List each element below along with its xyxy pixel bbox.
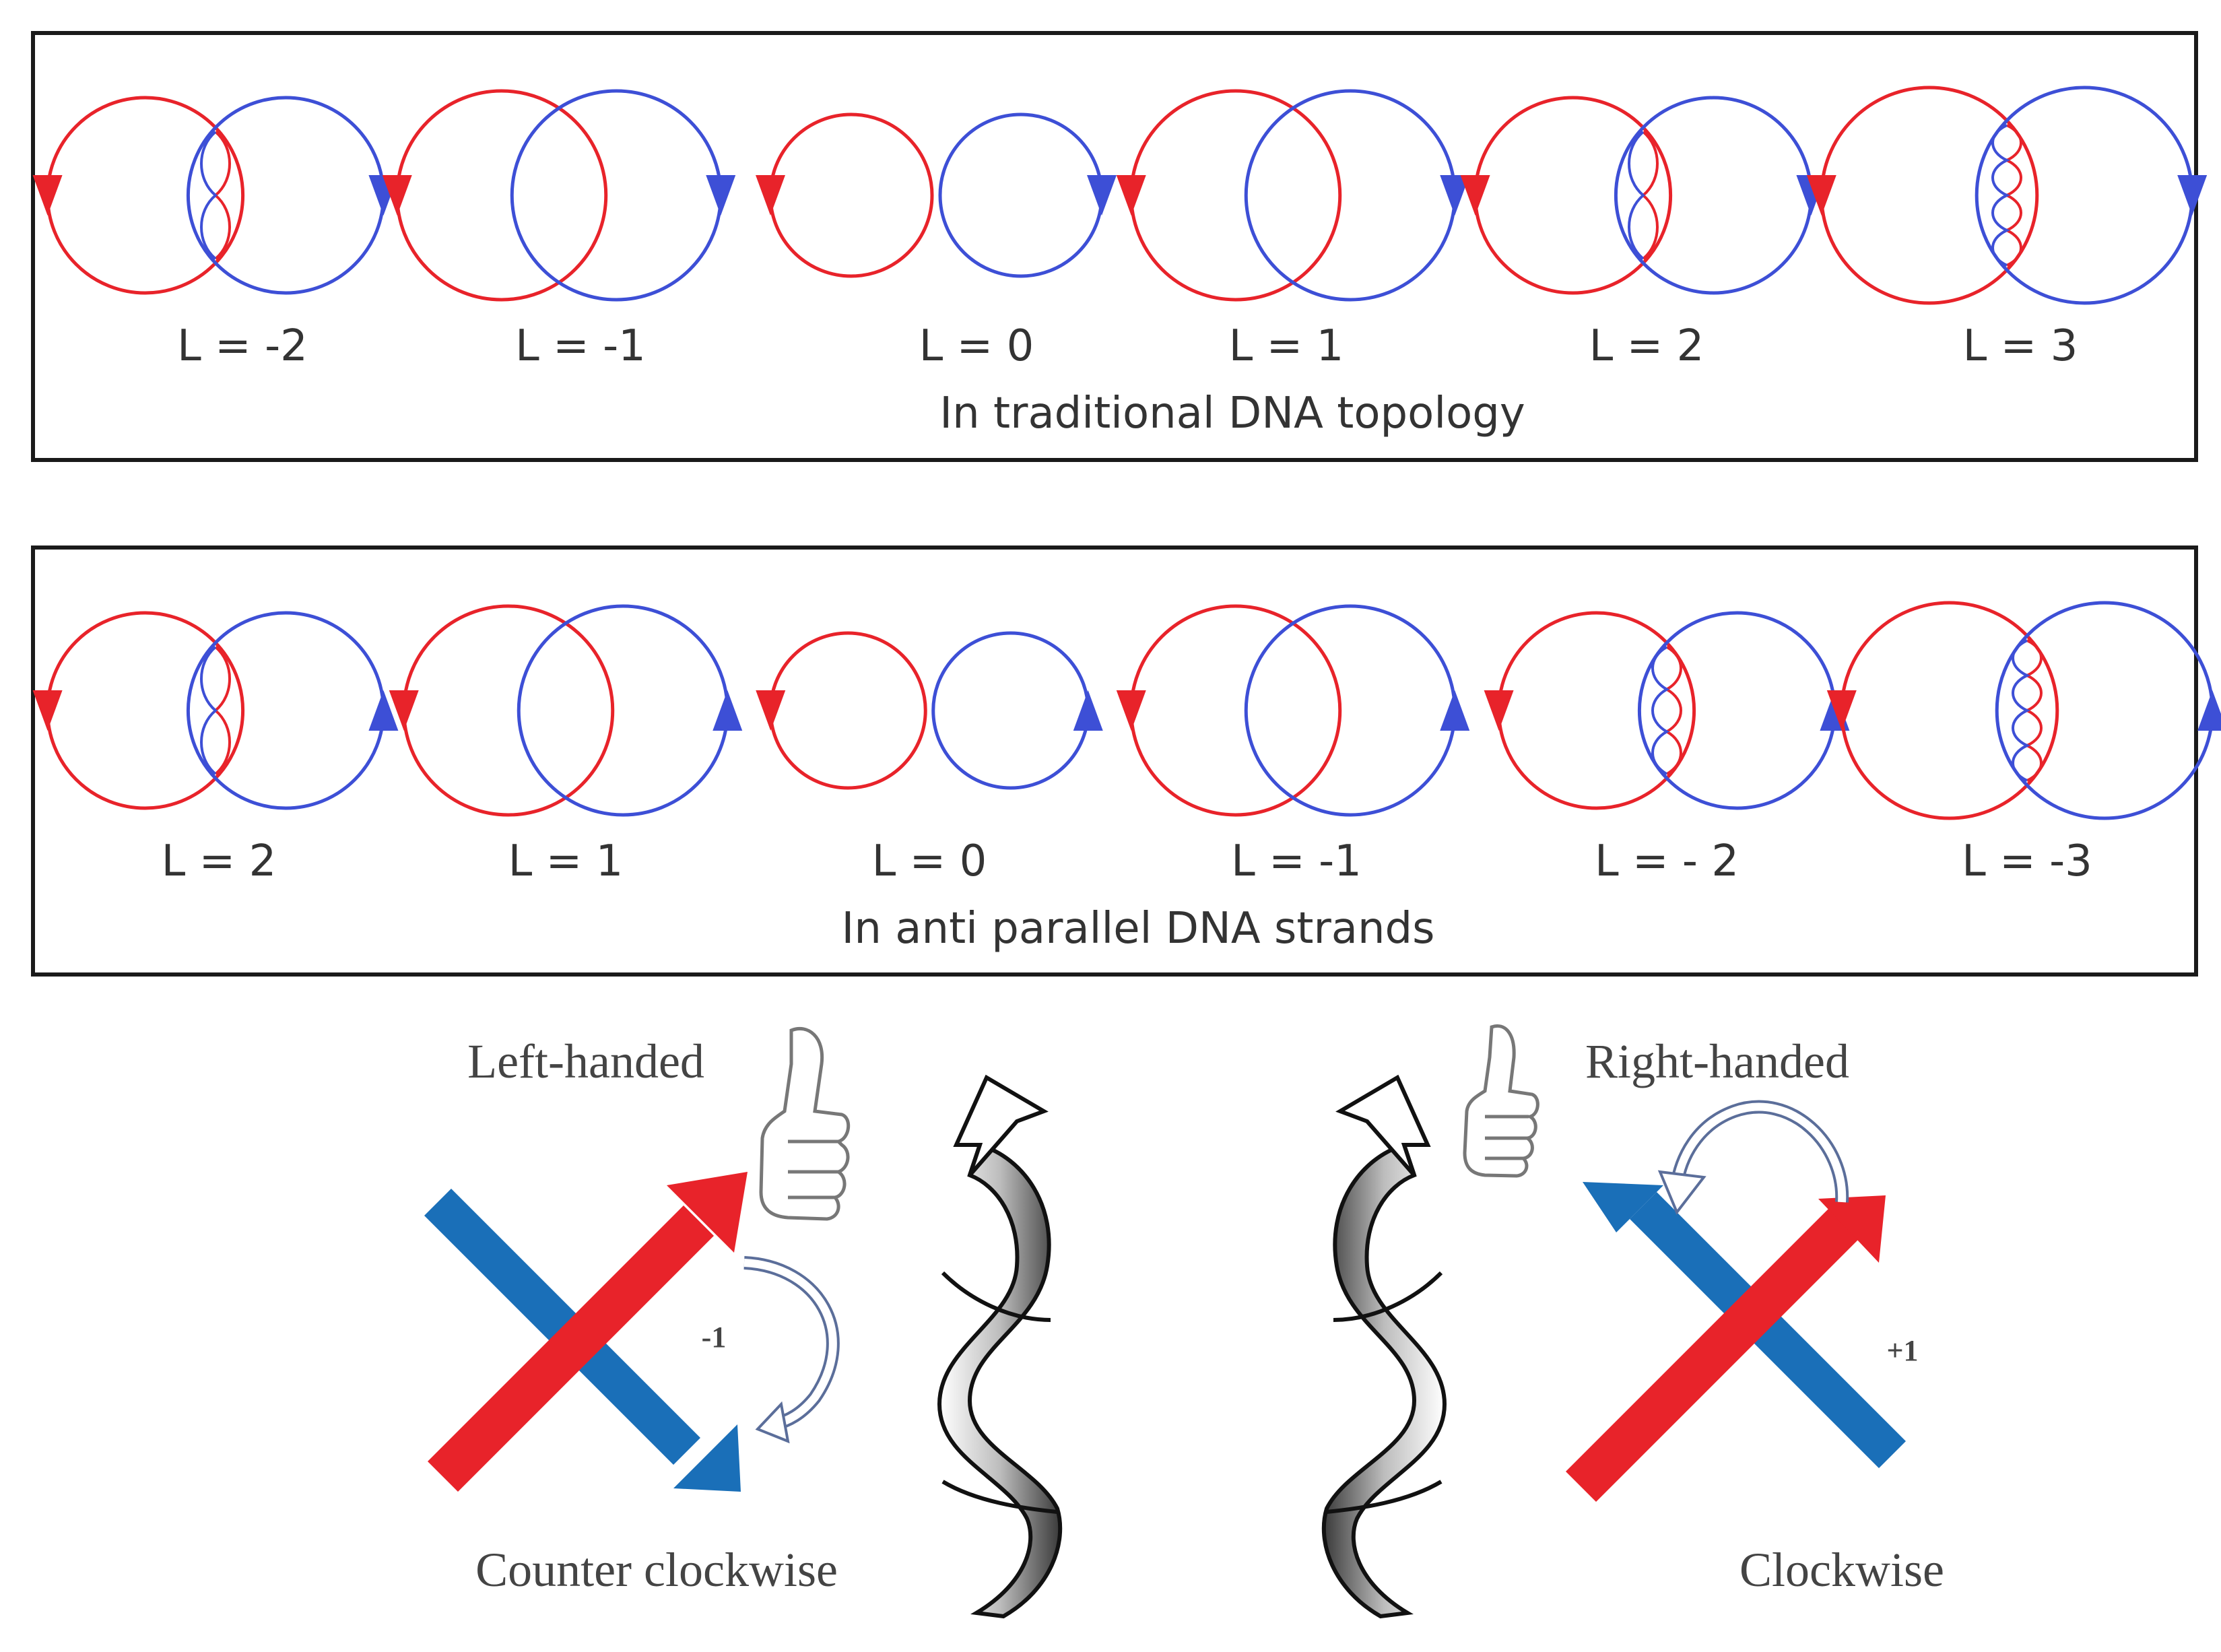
right-thumbs-up-icon	[1463, 1024, 1539, 1178]
left-sign: -1	[702, 1321, 727, 1354]
top-link-6	[1806, 86, 2208, 305]
mid-label-1: L = 2	[162, 836, 277, 886]
mid-label-3: L = 0	[872, 836, 987, 886]
traditional-topology-panel	[31, 31, 2198, 462]
top-link-4	[1116, 89, 1470, 302]
red-strand	[402, 604, 615, 817]
red-arrowhead	[756, 175, 785, 216]
mid-link-1	[32, 611, 399, 810]
mid-label-6: L = -3	[1962, 836, 2092, 886]
mid-link-4	[1116, 604, 1470, 817]
top-link-5	[1460, 96, 1826, 295]
top-link-2	[382, 89, 736, 302]
red-arrowhead	[1806, 175, 1836, 216]
left-handed-helix-ribbon	[937, 1074, 1063, 1619]
twist-blue	[200, 131, 218, 260]
red-strand	[1129, 89, 1342, 302]
top-link-diagrams	[32, 86, 2208, 305]
right-handed-helix-ribbon	[1321, 1074, 1447, 1619]
red-strand	[1129, 604, 1342, 817]
mid-link-2	[389, 604, 743, 817]
left-handed-title: Left-handed	[467, 1034, 704, 1088]
clockwise-caption: Clockwise	[1739, 1543, 1944, 1597]
mid-label-4: L = -1	[1231, 836, 1362, 886]
red-arrowhead	[756, 690, 786, 731]
top-label-6: L = 3	[1963, 321, 2078, 371]
top-caption: In traditional DNA topology	[939, 389, 1525, 438]
twist-red	[213, 646, 231, 775]
top-label-3: L = 0	[919, 321, 1034, 371]
right-sign: +1	[1886, 1334, 1918, 1367]
blue-arrowhead	[1087, 175, 1117, 216]
blue-arrowhead	[2197, 690, 2221, 731]
mid-link-6	[1826, 601, 2221, 820]
left-thumbs-up-icon	[759, 1027, 850, 1221]
mid-link-5	[1484, 611, 1850, 810]
mid-label-2: L = 1	[508, 836, 624, 886]
blue-arrowhead	[368, 690, 399, 731]
top-label-1: L = -2	[177, 321, 308, 371]
counter-clockwise-curve-arrow	[743, 1256, 840, 1444]
twist-red	[1640, 131, 1659, 260]
twist-blue	[1628, 131, 1646, 260]
red-strand	[768, 631, 927, 790]
red-arrowhead	[32, 175, 63, 216]
red-arrowhead	[389, 690, 419, 731]
middle-caption: In anti parallel DNA strands	[842, 904, 1435, 954]
top-label-2: L = -1	[515, 321, 646, 371]
red-arrowhead	[1116, 690, 1146, 731]
blue-arrowhead	[1440, 175, 1470, 216]
blue-strand	[1244, 604, 1457, 817]
left-red-arrow	[428, 1172, 748, 1492]
blue-arrowhead	[2177, 175, 2208, 216]
antiparallel-panel	[31, 546, 2198, 977]
twist-blue	[1991, 124, 2010, 267]
red-arrowhead	[382, 175, 412, 216]
mid-label-5: L = - 2	[1595, 836, 1739, 886]
red-strand	[395, 89, 608, 302]
twist-blue	[1651, 646, 1670, 775]
red-arrowhead	[1826, 690, 1857, 731]
red-arrowhead	[32, 690, 63, 731]
twist-blue	[2012, 639, 2030, 782]
blue-strand	[931, 631, 1090, 790]
red-arrowhead	[1484, 690, 1514, 731]
blue-arrowhead	[1073, 690, 1103, 731]
blue-strand	[517, 604, 729, 817]
top-link-1	[32, 96, 399, 295]
blue-arrowhead	[706, 175, 736, 216]
mid-link-3	[756, 631, 1103, 790]
top-link-3	[756, 112, 1117, 278]
twist-blue	[200, 646, 218, 775]
top-label-4: L = 1	[1229, 321, 1344, 371]
blue-strand	[938, 112, 1104, 278]
clockwise-curve-arrow	[1657, 1100, 1849, 1215]
counter-clockwise-caption: Counter clockwise	[475, 1543, 838, 1597]
blue-strand	[1637, 611, 1836, 810]
blue-arrowhead	[712, 690, 743, 731]
twist-red	[213, 131, 231, 260]
blue-strand	[510, 89, 723, 302]
blue-strand	[1244, 89, 1457, 302]
twist-red	[1663, 646, 1682, 775]
red-arrowhead	[1460, 175, 1490, 216]
right-red-arrow	[1566, 1195, 1886, 1502]
red-strand	[768, 112, 934, 278]
top-label-5: L = 2	[1589, 321, 1704, 371]
middle-link-diagrams	[32, 601, 2221, 820]
blue-arrowhead	[1440, 690, 1470, 731]
red-strand	[1497, 611, 1696, 810]
right-handed-title: Right-handed	[1585, 1034, 1849, 1088]
red-arrowhead	[1116, 175, 1146, 216]
